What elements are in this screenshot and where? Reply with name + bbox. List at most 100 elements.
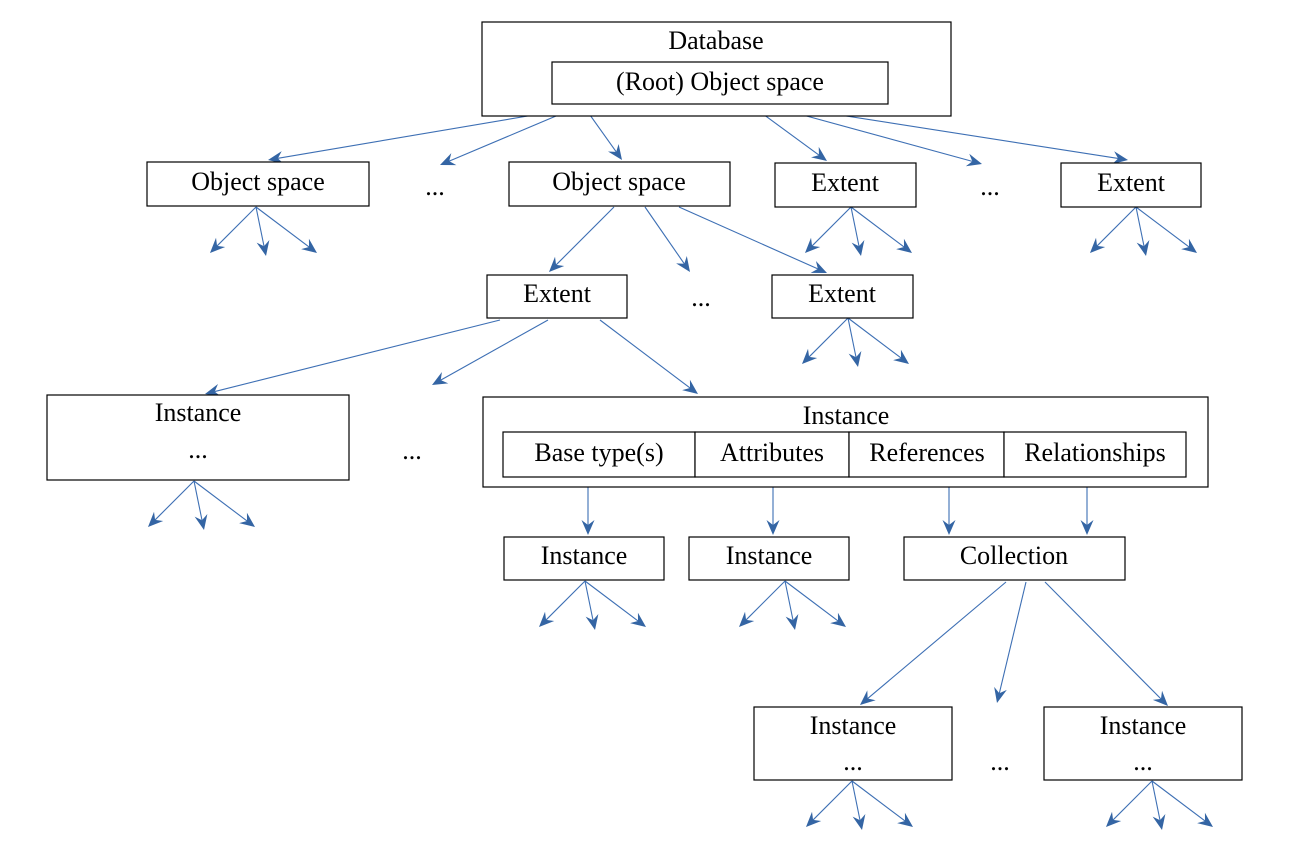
edge-os-to-extent-left bbox=[549, 206, 615, 272]
fan-extent-b-mid-arrowhead bbox=[1136, 240, 1150, 256]
fan-collection-instance-right-left bbox=[1106, 780, 1153, 827]
edge-root-to-ellipsis-left-arrowhead bbox=[440, 153, 457, 166]
fan-instance-attribute-left bbox=[739, 580, 786, 627]
fan-collection-instance-right-right bbox=[1151, 780, 1213, 827]
extent-box-right bbox=[771, 274, 914, 319]
base-types-cell bbox=[502, 431, 696, 478]
database-node: Database (Root) Object space bbox=[481, 21, 952, 117]
edge-extent-to-ellipsis-line bbox=[440, 319, 549, 381]
edge-collection-to-instance-right-arrowhead bbox=[1152, 690, 1168, 706]
fan-extent-a-left-line bbox=[811, 206, 852, 247]
fan-extent-a-right bbox=[850, 206, 912, 253]
fan-instance-base-type-right bbox=[584, 580, 646, 627]
edge-os-to-ellipsis-arrowhead bbox=[676, 255, 690, 272]
collection-instance-body-left: ... bbox=[843, 747, 863, 776]
edge-root-to-object-space-left-arrowhead bbox=[268, 151, 284, 164]
base-types-label: Base type(s) bbox=[534, 438, 663, 467]
root-object-space-label: (Root) Object space bbox=[616, 67, 824, 96]
extent-node-right: Extent bbox=[771, 274, 914, 319]
extent-box-b bbox=[1060, 162, 1202, 208]
database-title: Database bbox=[668, 26, 763, 55]
ellipsis-collection-instances: ... bbox=[990, 747, 1010, 776]
fan-instance-base-type-right-arrowhead bbox=[630, 612, 646, 627]
object-space-box-left bbox=[146, 161, 370, 207]
collection-instance-title-left: Instance bbox=[810, 711, 897, 740]
edge-extent-to-instance-left bbox=[205, 319, 501, 397]
edge-collection-to-instance-left-line bbox=[867, 581, 1007, 699]
fan-instance-left-left-line bbox=[154, 480, 195, 521]
references-cell bbox=[848, 431, 1005, 478]
collection-instance-body-right: ... bbox=[1133, 747, 1153, 776]
edge-collection-to-instance-left-arrowhead bbox=[860, 690, 876, 705]
fan-instance-left-right-line bbox=[193, 480, 248, 522]
relationships-cell bbox=[1003, 431, 1187, 478]
object-space-label-left: Object space bbox=[191, 167, 325, 196]
edge-root-to-ellipsis-left bbox=[440, 107, 576, 166]
fan-object-space-left-mid-arrowhead bbox=[256, 240, 270, 256]
ellipsis-instances: ... bbox=[402, 436, 422, 465]
fan-extent-b-right bbox=[1135, 206, 1197, 253]
fan-object-space-left-right bbox=[255, 206, 317, 253]
edge-attributes-to-instance-arrowhead bbox=[766, 520, 780, 535]
fan-instance-left-right-arrowhead bbox=[239, 512, 255, 527]
fan-instance-base-type-left bbox=[539, 580, 586, 627]
edge-collection-to-instance-right bbox=[1044, 581, 1168, 706]
fan-collection-instance-right-left-line bbox=[1112, 780, 1153, 821]
fan-extent-a-mid-line bbox=[850, 206, 860, 247]
fan-collection-instance-right-mid-arrowhead bbox=[1152, 814, 1166, 830]
edge-os-to-ellipsis bbox=[644, 206, 690, 272]
fan-instance-base-type-left-arrowhead bbox=[539, 611, 555, 627]
edge-extent-to-instance-main bbox=[599, 319, 698, 394]
extent-label-left: Extent bbox=[523, 279, 592, 308]
edge-root-to-ellipsis-left-line bbox=[448, 107, 576, 162]
fan-instance-attribute-right-line bbox=[784, 580, 839, 622]
fan-extent-right-right bbox=[847, 317, 909, 364]
fan-object-space-left-mid-line bbox=[255, 206, 265, 247]
fan-extent-b-left-arrowhead bbox=[1090, 237, 1106, 253]
instance-title-main: Instance bbox=[803, 401, 890, 430]
instance-node-left: Instance ... bbox=[46, 394, 350, 481]
relationships-label: Relationships bbox=[1024, 438, 1166, 467]
fan-collection-instance-left-left bbox=[806, 780, 853, 827]
edge-collection-to-instance-right-line bbox=[1044, 581, 1162, 700]
fan-extent-right-mid bbox=[847, 317, 862, 367]
fan-collection-instance-left-right bbox=[851, 780, 913, 827]
fan-extent-b-right-line bbox=[1135, 206, 1190, 248]
fan-extent-b-left bbox=[1090, 206, 1137, 253]
instance-label-attribute: Instance bbox=[726, 541, 813, 570]
extent-box-left bbox=[486, 274, 628, 319]
fan-instance-left-left bbox=[148, 480, 195, 527]
fan-extent-right-mid-arrowhead bbox=[848, 351, 862, 367]
fan-collection-instance-right-right-arrowhead bbox=[1197, 812, 1213, 827]
fan-collection-instance-left-mid-arrowhead bbox=[852, 814, 866, 830]
edge-os-to-extent-left-line bbox=[555, 206, 615, 266]
fan-instance-base-type-mid-arrowhead bbox=[585, 614, 599, 630]
instance-box-attribute bbox=[688, 536, 850, 581]
fan-instance-left-right bbox=[193, 480, 255, 527]
object-space-label-mid: Object space bbox=[552, 167, 686, 196]
object-space-node-mid: Object space bbox=[508, 161, 731, 207]
fan-instance-attribute-right-arrowhead bbox=[830, 612, 846, 627]
fan-collection-instance-right-left-arrowhead bbox=[1106, 811, 1122, 827]
edge-root-to-object-space-mid-arrowhead bbox=[608, 144, 622, 160]
fan-instance-attribute-left-line bbox=[745, 580, 786, 621]
collection-label: Collection bbox=[960, 541, 1068, 570]
fan-collection-instance-left-right-arrowhead bbox=[897, 812, 913, 827]
edge-os-to-extent-right bbox=[678, 206, 827, 273]
edge-root-to-extent-a-arrowhead bbox=[811, 146, 827, 161]
attributes-label: Attributes bbox=[720, 438, 824, 467]
fan-collection-instance-left-mid-line bbox=[851, 780, 861, 821]
edge-collection-to-instance-left bbox=[860, 581, 1007, 705]
extent-label-a: Extent bbox=[811, 168, 880, 197]
edge-os-to-extent-right-arrowhead bbox=[810, 260, 827, 273]
fan-instance-attribute-mid-arrowhead bbox=[785, 614, 799, 630]
fan-extent-a-left-arrowhead bbox=[805, 237, 821, 253]
fan-instance-left-mid-arrowhead bbox=[194, 514, 208, 530]
extent-node-a: Extent bbox=[774, 162, 917, 208]
edge-extent-to-instance-left-arrowhead bbox=[205, 384, 222, 397]
collection-box bbox=[903, 536, 1126, 581]
fan-extent-a-right-arrowhead bbox=[896, 238, 912, 253]
fan-instance-left-mid bbox=[193, 480, 208, 530]
instance-box-base-type bbox=[503, 536, 665, 581]
fan-extent-a-left bbox=[805, 206, 852, 253]
